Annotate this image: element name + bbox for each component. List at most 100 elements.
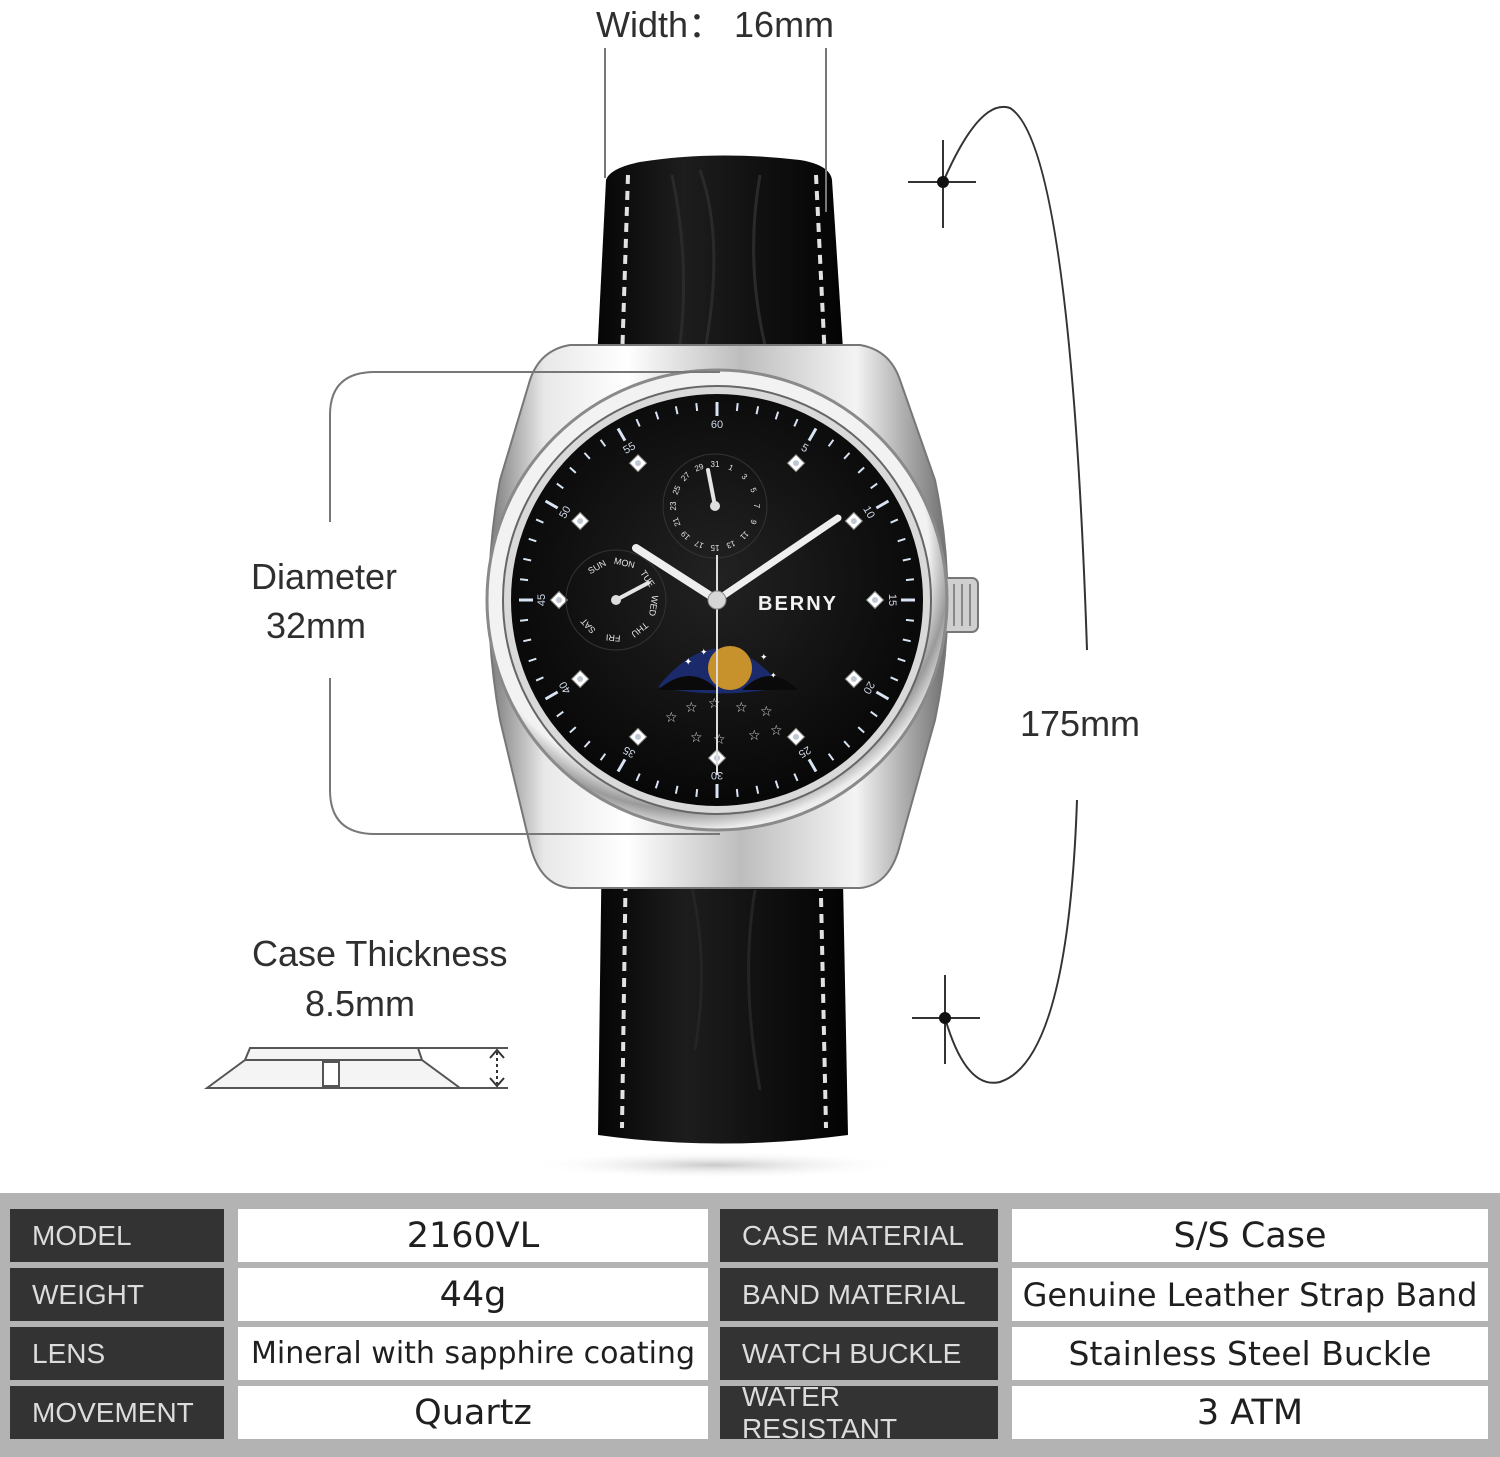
minute-tick [635, 773, 641, 782]
upper-strap-texture [670, 169, 767, 351]
date-label: 17 [693, 538, 705, 550]
minute-tick [902, 557, 911, 562]
minute-tick [523, 638, 532, 643]
minute-number: 55 [621, 440, 638, 457]
svg-text:☆: ☆ [665, 709, 678, 725]
diameter-value: 32mm [266, 605, 367, 646]
date-label: 13 [725, 538, 737, 550]
diamond-marker [628, 727, 648, 747]
minute-tick [654, 780, 660, 789]
spec-key-water-resistant: WATER RESISTANT [720, 1381, 998, 1444]
minute-tick [599, 439, 607, 447]
lower-strap [598, 830, 848, 1144]
minute-tick [902, 638, 911, 643]
minute-number: 50 [557, 504, 574, 521]
minute-tick [616, 427, 627, 442]
thickness-value: 8.5mm [305, 983, 416, 1024]
spec-value-weight: 44g [238, 1268, 708, 1321]
minute-tick [735, 788, 739, 798]
minute-number: 35 [621, 743, 638, 760]
minute-tick [793, 773, 799, 782]
spec-key-band-material: BAND MATERIAL [720, 1268, 998, 1321]
minute-tick [674, 785, 679, 794]
minute-tick [616, 758, 627, 773]
minute-number: 45 [536, 594, 548, 606]
spec-table: MODEL 2160VL CASE MATERIAL S/S Case WEIG… [0, 1193, 1500, 1457]
spec-key-weight: WEIGHT [10, 1268, 224, 1321]
minute-tick [556, 710, 564, 718]
date-subdial [662, 453, 768, 559]
minute-tick [556, 482, 564, 490]
minute-tick [890, 676, 899, 682]
day-label: MON [613, 556, 636, 570]
minute-hand [713, 514, 842, 604]
hour-hand [632, 544, 721, 604]
date-label: 23 [669, 501, 678, 510]
minute-tick [535, 676, 544, 682]
minute-tick [528, 657, 537, 663]
minute-tick [535, 518, 544, 524]
minute-tick [843, 452, 851, 460]
svg-text:☆: ☆ [735, 699, 748, 715]
minute-tick [583, 452, 591, 460]
day-label: WED [647, 595, 660, 618]
date-label: 25 [671, 484, 683, 496]
thickness-label: Case Thickness [252, 933, 508, 974]
spec-row-model: MODEL 2160VL CASE MATERIAL S/S Case [0, 1209, 1500, 1262]
minute-tick [735, 402, 739, 412]
day-hand [614, 581, 650, 602]
minute-number: 40 [557, 679, 574, 696]
spec-value-lens: Mineral with sapphire coating [238, 1327, 708, 1380]
minute-tick [875, 499, 890, 510]
minute-number: 10 [860, 504, 877, 521]
date-label: 1 [727, 463, 735, 473]
minute-tick [890, 518, 899, 524]
minute-tick [875, 690, 890, 701]
center-pin [707, 590, 727, 610]
minute-tick [827, 753, 835, 761]
day-subdial [565, 549, 667, 651]
thickness-measure-marker [489, 1048, 505, 1088]
svg-text:☆: ☆ [713, 731, 726, 747]
lower-strap-stitching [620, 849, 828, 1129]
date-label: 21 [671, 516, 683, 528]
diamond-marker [844, 511, 864, 531]
minute-tick [695, 402, 699, 412]
spec-key-movement: MOVEMENT [10, 1386, 224, 1439]
length-label: 175mm [1020, 703, 1141, 744]
minute-number: 20 [860, 679, 877, 696]
minute-tick [870, 710, 878, 718]
date-label: 31 [711, 460, 720, 469]
day-label: FRI [606, 632, 621, 643]
diamond-marker [786, 727, 806, 747]
date-label: 15 [710, 543, 719, 552]
spec-row-movement: MOVEMENT Quartz WATER RESISTANT 3 ATM [0, 1381, 1500, 1444]
spec-value-watch-buckle: Stainless Steel Buckle [1012, 1327, 1488, 1380]
minute-tick [695, 788, 699, 798]
minute-track [519, 402, 915, 798]
diamond-marker [786, 453, 806, 473]
minute-tick [583, 740, 591, 748]
spec-key-watch-buckle: WATCH BUCKLE [720, 1327, 998, 1380]
svg-text:☆: ☆ [760, 703, 773, 719]
minute-tick [635, 418, 641, 427]
minute-numbers: 60510152025303540455055 [536, 419, 898, 781]
date-label: 3 [740, 472, 750, 482]
date-hand [706, 468, 717, 508]
date-label: 29 [693, 462, 705, 474]
minute-tick [870, 482, 878, 490]
minute-tick [519, 618, 529, 622]
width-label: Width： 16mm [596, 4, 835, 45]
spec-row-weight: WEIGHT 44g BAND MATERIAL Genuine Leather… [0, 1268, 1500, 1321]
diamond-marker [570, 511, 590, 531]
minute-tick [857, 726, 865, 734]
diamond-markers [549, 453, 885, 768]
svg-text:☆: ☆ [708, 695, 721, 711]
minute-tick [807, 758, 818, 773]
svg-text:✦: ✦ [770, 671, 777, 680]
svg-text:☆: ☆ [690, 729, 703, 745]
minute-tick [544, 499, 559, 510]
spec-key-case-material: CASE MATERIAL [720, 1209, 998, 1262]
minute-tick [807, 427, 818, 442]
